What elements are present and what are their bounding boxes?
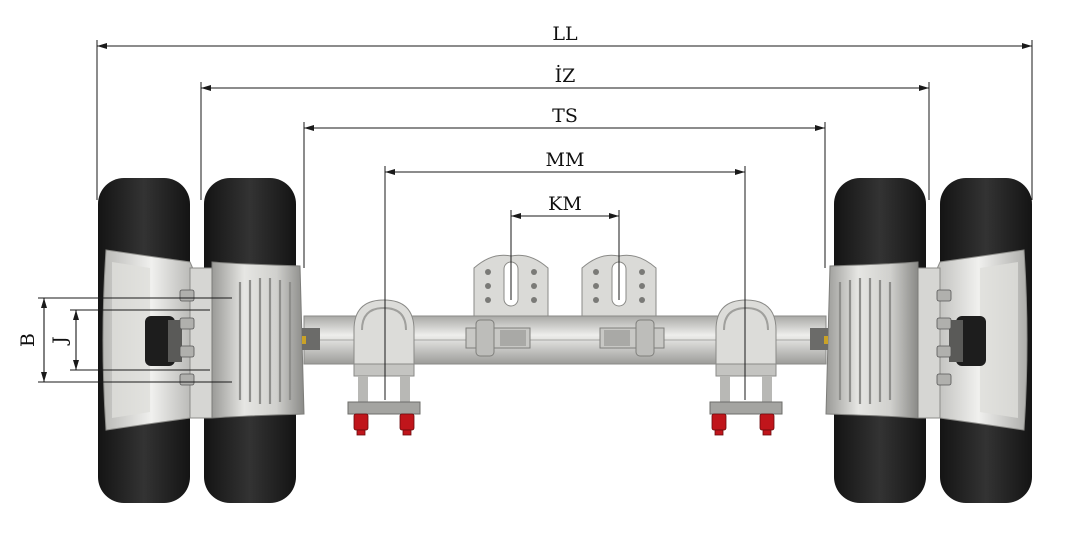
right-brake-drum bbox=[825, 261, 919, 419]
left-hub-cap bbox=[145, 316, 182, 366]
right-camshaft bbox=[599, 319, 665, 357]
dimension-iz: İZ bbox=[201, 64, 929, 91]
left-brake-drum bbox=[211, 261, 305, 419]
dimension-label-j: J bbox=[49, 336, 71, 346]
dimension-label-ll: LL bbox=[552, 23, 578, 45]
right-spring-seat bbox=[709, 299, 783, 415]
dimension-b: B bbox=[17, 297, 232, 383]
left-camshaft bbox=[465, 319, 531, 357]
right-hub-cap bbox=[949, 316, 986, 366]
dimension-label-km: KM bbox=[548, 193, 582, 215]
extension-lines bbox=[96, 40, 1033, 400]
dimension-mm: MM bbox=[385, 149, 745, 175]
dimension-label-b: B bbox=[17, 333, 39, 347]
dimension-label-iz: İZ bbox=[555, 64, 576, 87]
dimension-ll: LL bbox=[97, 23, 1032, 49]
red-lock-nuts bbox=[353, 413, 775, 436]
right-wheel-studs bbox=[936, 289, 952, 386]
dimension-j: J bbox=[49, 309, 210, 371]
dimension-label-mm: MM bbox=[546, 149, 585, 171]
dimension-ts: TS bbox=[304, 105, 825, 131]
dimension-km: KM bbox=[511, 193, 619, 219]
left-spring-seat bbox=[347, 299, 421, 415]
dimension-label-ts: TS bbox=[552, 105, 578, 127]
